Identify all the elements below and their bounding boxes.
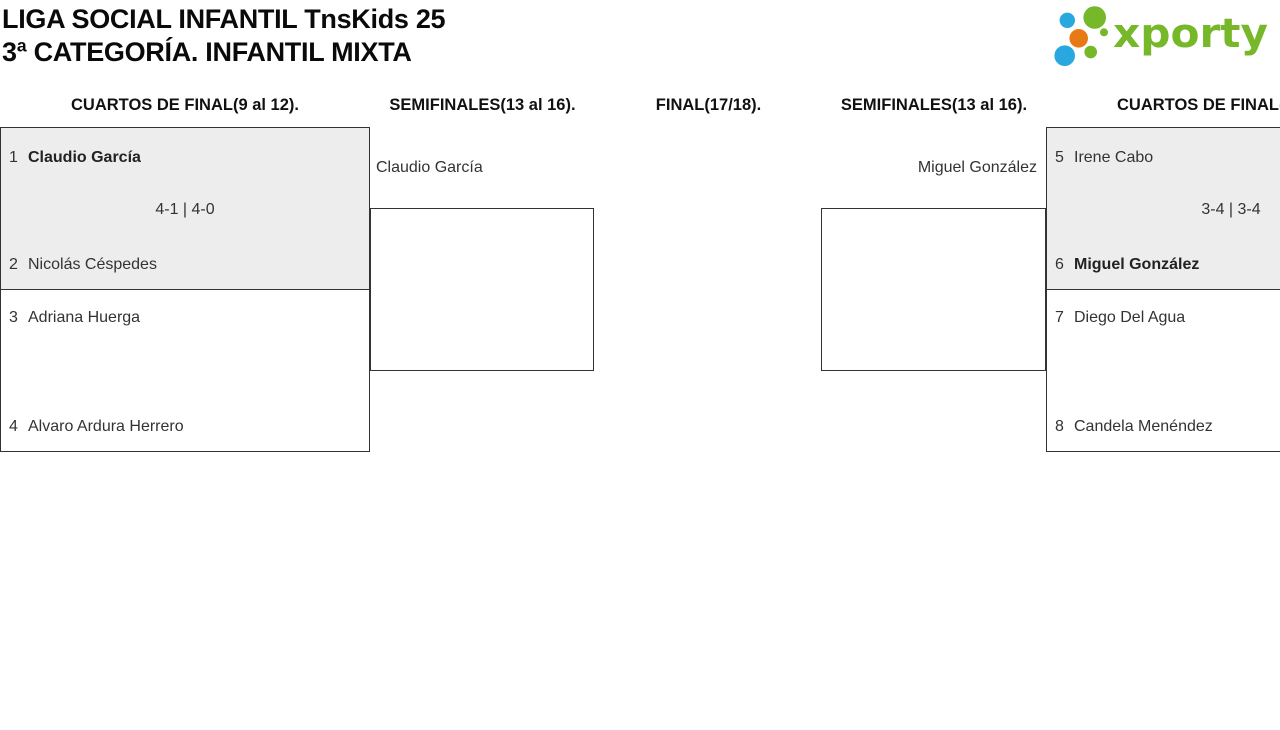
logo-dot-blue-small-icon [1059,12,1075,28]
player-seed: 2 [9,256,18,273]
player-row-seed6: 6 Miguel González [1047,256,1280,274]
match-box-qf2: 3 Adriana Huerga 4 Alvaro Ardura Herrero [0,289,370,452]
round-header-quarterfinals-right: CUARTOS DE FINAL(9 al 12). [1117,96,1280,114]
player-row-seed1: 1 Claudio García [1,149,369,167]
player-row-seed3: 3 Adriana Huerga [1,309,369,327]
semifinal-left-advancer: Claudio García [376,159,483,176]
match-box-qf3: 5 Irene Cabo 3-4 | 3-4 6 Miguel González [1046,127,1280,290]
logo-dot-green-tiny-icon [1100,28,1108,37]
match-box-qf1: 1 Claudio García 4-1 | 4-0 2 Nicolás Cés… [0,127,370,290]
round-header-semifinals-right: SEMIFINALES(13 al 16). [840,96,1028,114]
logo-dot-green-small-icon [1084,45,1097,59]
title-line-1: LIGA SOCIAL INFANTIL TnsKids 25 [2,4,446,34]
xporty-wordmark: xporty [1113,11,1268,57]
player-name: Miguel González [1074,256,1200,273]
player-seed: 4 [9,418,18,435]
semifinal-right-advancer: Miguel González [917,159,1037,176]
player-row-seed2: 2 Nicolás Céspedes [1,256,369,274]
player-seed: 6 [1055,256,1064,273]
round-header-quarterfinals-left: CUARTOS DE FINAL(9 al 12). [71,96,299,114]
player-name: Diego Del Agua [1074,309,1186,326]
player-row-seed4: 4 Alvaro Ardura Herrero [1,418,369,436]
player-seed: 5 [1055,149,1064,166]
page-title: LIGA SOCIAL INFANTIL TnsKids 25 3ª CATEG… [2,3,446,69]
player-name: Irene Cabo [1074,149,1154,166]
match-score: 4-1 | 4-0 [155,201,215,218]
player-name: Nicolás Céspedes [28,256,157,273]
title-line-2: 3ª CATEGORÍA. INFANTIL MIXTA [2,37,412,67]
round-header-final: FINAL(17/18). [655,96,762,114]
player-seed: 1 [9,149,18,166]
player-row-seed8: 8 Candela Menéndez [1047,418,1280,436]
player-name: Claudio García [28,149,141,166]
player-row-seed5: 5 Irene Cabo [1047,149,1280,167]
logo-dot-green-large-icon [1083,6,1106,29]
player-seed: 8 [1055,418,1064,435]
player-seed: 3 [9,309,18,326]
logo-dot-blue-large-icon [1054,45,1075,66]
player-row-seed7: 7 Diego Del Agua [1047,309,1280,327]
semifinal-left-connector [370,208,594,371]
logo-dot-orange-icon [1069,29,1088,48]
player-name: Candela Menéndez [1074,418,1213,435]
match-box-qf4: 7 Diego Del Agua 8 Candela Menéndez [1046,289,1280,452]
round-header-semifinals-left: SEMIFINALES(13 al 16). [389,96,576,114]
semifinal-right-connector [821,208,1046,371]
xporty-logo: xporty [1054,6,1268,66]
player-name: Adriana Huerga [28,309,141,326]
player-name: Alvaro Ardura Herrero [28,418,184,435]
match-score: 3-4 | 3-4 [1201,201,1261,218]
player-seed: 7 [1055,309,1064,326]
